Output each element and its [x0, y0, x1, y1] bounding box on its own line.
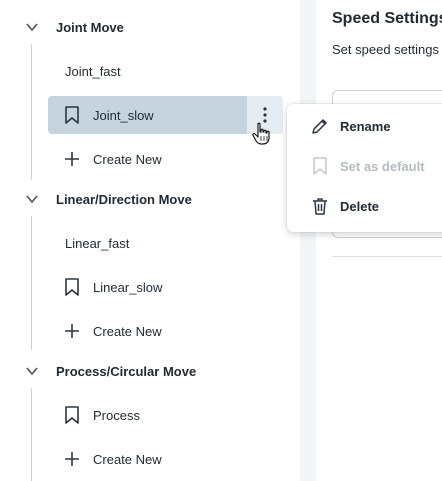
preset-item-linear-slow[interactable]: Linear_slow — [48, 268, 283, 306]
bookmark-icon — [313, 157, 327, 175]
group-title: Linear/Direction Move — [56, 191, 192, 207]
chevron-down-icon — [26, 23, 38, 32]
trash-icon — [313, 198, 327, 215]
pencil-icon — [312, 119, 327, 134]
page-subtitle: Set speed settings — [332, 42, 439, 57]
group-title: Joint Move — [56, 19, 124, 35]
rename-menu-item[interactable]: Rename — [287, 106, 442, 146]
set-default-menu-item[interactable]: Set as default — [287, 146, 442, 186]
plus-icon — [65, 324, 79, 338]
menu-item-label: Set as default — [340, 158, 425, 174]
preset-label: Process — [93, 407, 140, 423]
speed-presets-sidebar: Joint Move Joint_fast Joint_slow Create … — [0, 0, 301, 481]
preset-item-linear-fast[interactable]: Linear_fast — [48, 224, 283, 262]
bookmark-icon — [65, 278, 79, 296]
kebab-menu-icon — [263, 107, 267, 123]
group-header-joint-move[interactable]: Joint Move — [0, 13, 300, 41]
context-menu: Rename Set as default Delete — [287, 104, 442, 232]
page-title: Speed Settings — [332, 10, 442, 27]
preset-label: Joint_slow — [93, 107, 154, 123]
menu-item-label: Rename — [340, 118, 391, 134]
create-new-label: Create New — [93, 451, 162, 467]
create-new-process-button[interactable]: Create New — [48, 440, 283, 478]
tree-line — [31, 216, 32, 350]
preset-item-process[interactable]: Process — [48, 396, 283, 434]
preset-item-joint-slow[interactable]: Joint_slow — [48, 96, 283, 134]
create-new-label: Create New — [93, 323, 162, 339]
menu-item-label: Delete — [340, 198, 380, 214]
group-header-process-move[interactable]: Process/Circular Move — [0, 357, 300, 385]
group-header-linear-move[interactable]: Linear/Direction Move — [0, 185, 300, 213]
section-divider — [332, 256, 442, 257]
group-title: Process/Circular Move — [56, 363, 197, 379]
tree-line — [31, 388, 32, 481]
delete-menu-item[interactable]: Delete — [287, 186, 442, 226]
tree-line — [31, 44, 32, 180]
hand-pointer-cursor-icon — [252, 122, 270, 145]
plus-icon — [65, 452, 79, 466]
chevron-down-icon — [26, 367, 38, 376]
bookmark-icon — [65, 106, 79, 124]
preset-item-joint-fast[interactable]: Joint_fast — [48, 52, 283, 90]
chevron-down-icon — [26, 195, 38, 204]
create-new-linear-button[interactable]: Create New — [48, 312, 283, 350]
preset-label: Joint_fast — [65, 63, 121, 79]
more-options-button[interactable] — [247, 96, 283, 134]
plus-icon — [65, 152, 79, 166]
create-new-joint-button[interactable]: Create New — [48, 140, 283, 178]
panel-divider — [300, 0, 316, 481]
create-new-label: Create New — [93, 151, 162, 167]
preset-label: Linear_slow — [93, 279, 163, 295]
preset-label: Linear_fast — [65, 235, 130, 251]
bookmark-icon — [65, 406, 79, 424]
